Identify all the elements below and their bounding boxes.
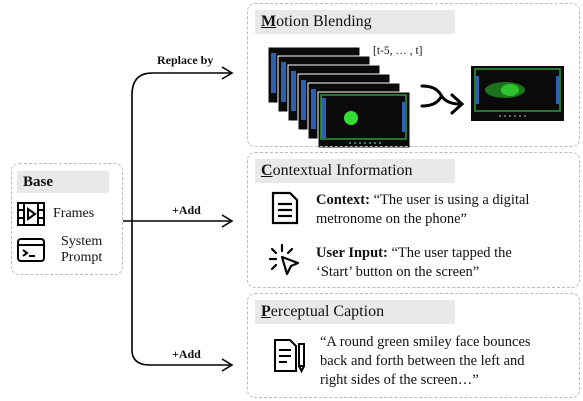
document-pen-icon: [274, 339, 305, 374]
system-prompt-label-line2: Prompt: [61, 250, 103, 265]
perceptual-caption-title: Perceptual Caption: [255, 300, 455, 324]
document-icon: [271, 191, 299, 225]
user-input-key: User Input:: [316, 245, 388, 261]
arrowhead-add-context: [221, 214, 234, 228]
system-prompt-label-line1: System: [61, 234, 103, 249]
motion-blending-panel: Motion Blending: [247, 3, 580, 147]
edge-label-add-context: +Add: [172, 203, 201, 217]
frame-range-label: [t-5, … , t]: [373, 45, 423, 57]
arrowhead-add-caption: [221, 358, 234, 372]
frames-label: Frames: [53, 206, 95, 221]
context-text: Context: “The user is using a digital me…: [316, 192, 530, 227]
perceptual-caption-panel: Perceptual Caption: [247, 293, 580, 398]
frames-row: Frames: [17, 202, 94, 226]
base-title: Base: [17, 171, 109, 193]
green-ball: [344, 111, 358, 125]
user-input-text: User Input: “The user tapped the ‘Start’…: [316, 245, 512, 280]
caption-text: “A round green smiley face bounces back …: [320, 334, 531, 388]
film-frames-icon: [17, 202, 45, 226]
terminal-window-icon: [17, 238, 45, 262]
frame-stack: [267, 46, 411, 149]
blended-frame: [471, 66, 564, 121]
contextual-information-panel: Contextual Information: [247, 152, 580, 288]
connector-trunk: [123, 72, 230, 366]
system-prompt-row: System Prompt: [17, 234, 102, 266]
base-panel: Base Frames System Prompt: [11, 163, 123, 275]
motion-blending-title: Motion Blending: [255, 10, 455, 34]
click-pointer-icon: [268, 243, 300, 276]
video-frame: [317, 91, 411, 149]
merge-arrows-icon: [420, 84, 465, 115]
arrowhead-replace: [221, 66, 234, 80]
edge-label-add-caption: +Add: [172, 347, 201, 361]
contextual-information-title: Contextual Information: [255, 159, 455, 183]
edge-label-replace: Replace by: [157, 53, 214, 67]
context-key: Context:: [316, 192, 370, 208]
